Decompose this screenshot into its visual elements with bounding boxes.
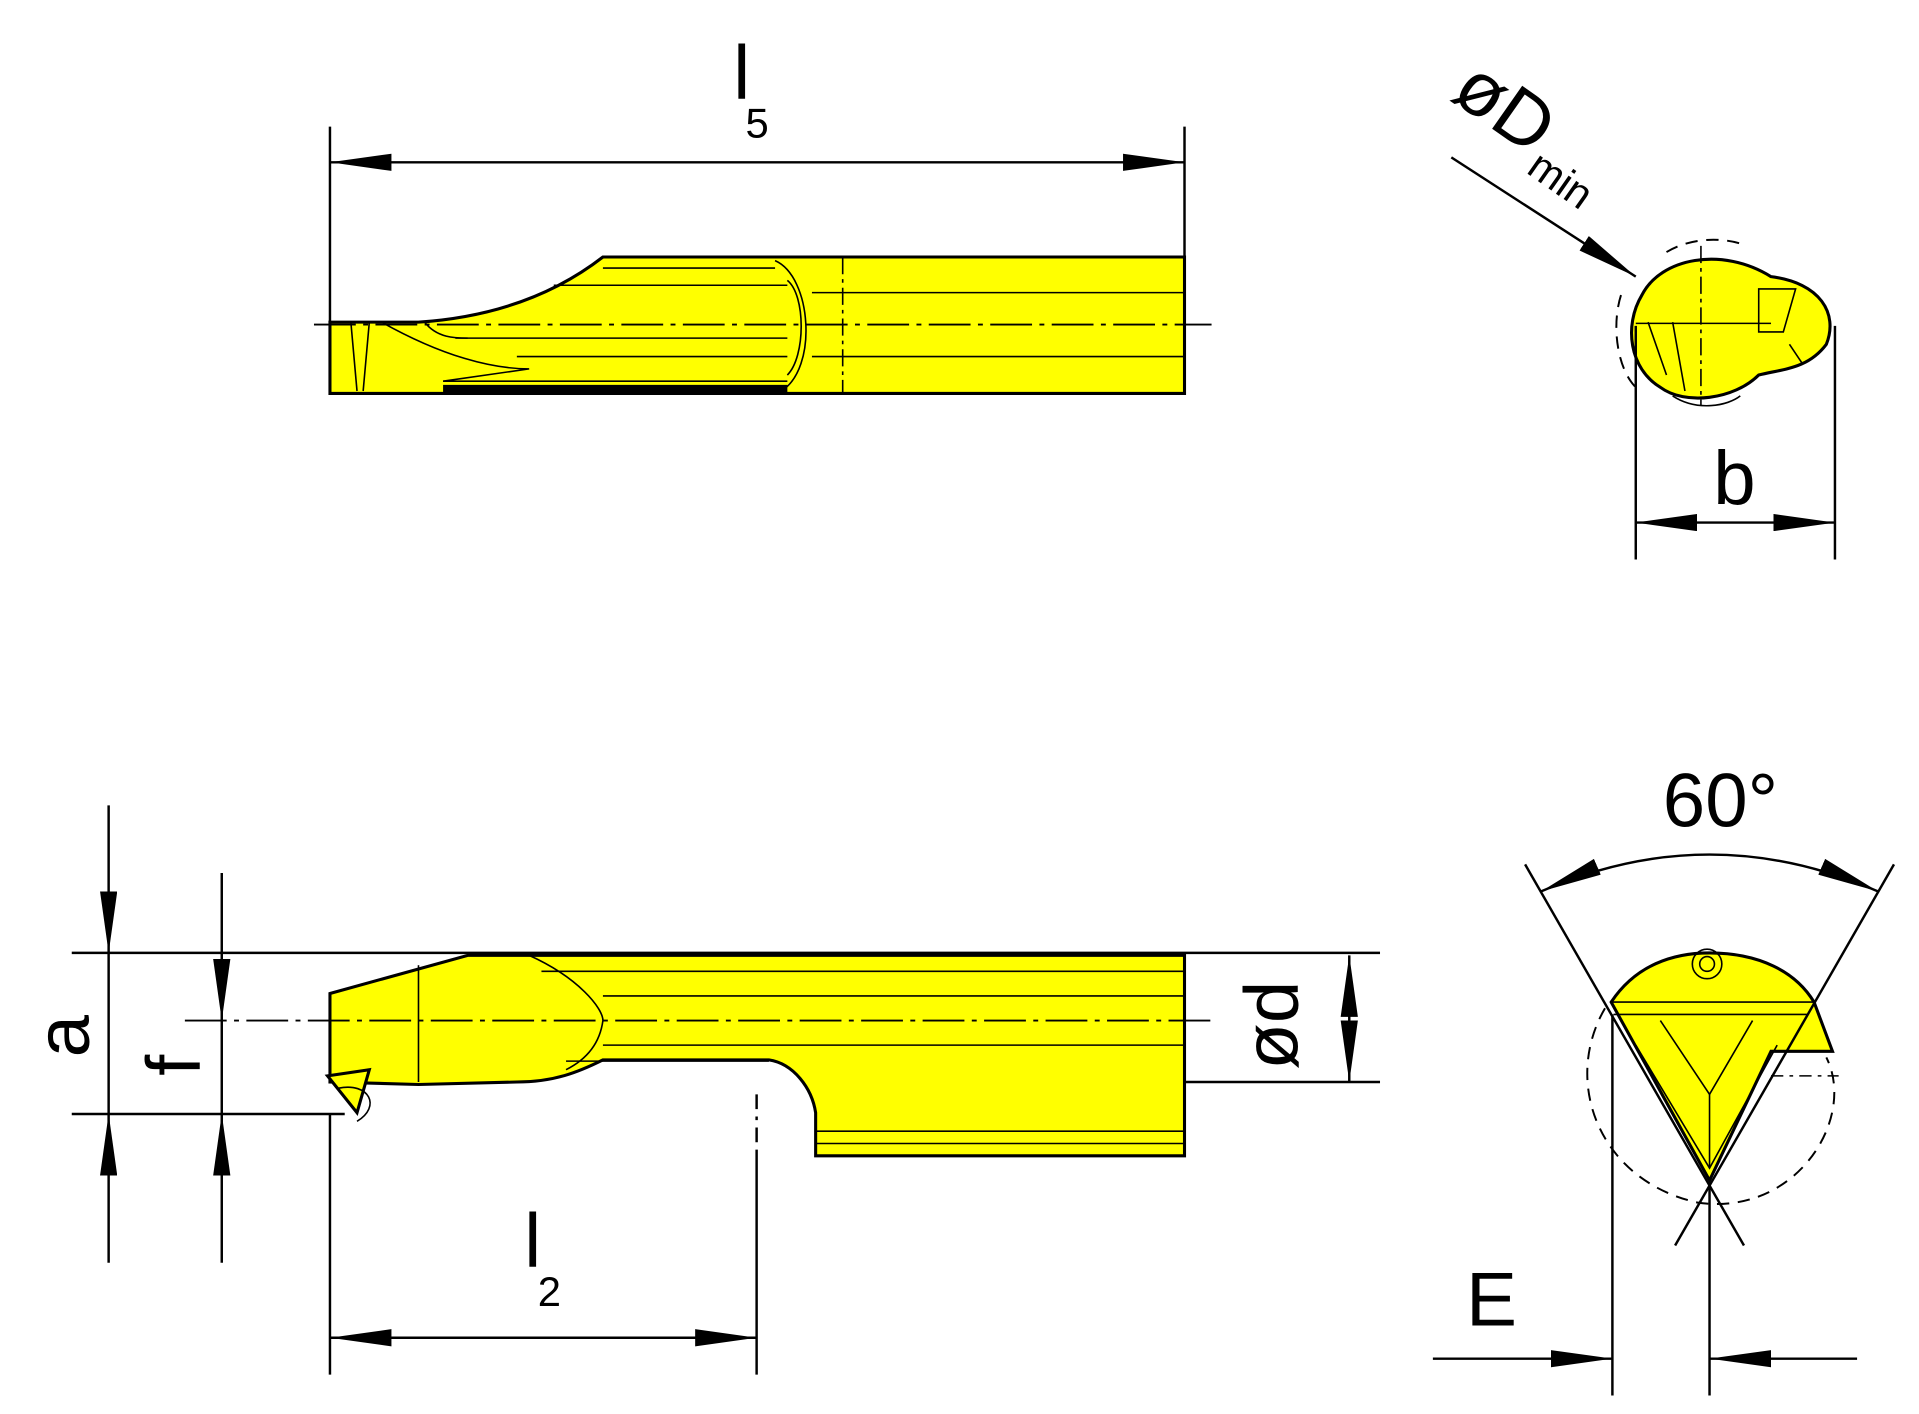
end-view: øD min b [1439, 43, 1837, 560]
tool-body-end [1630, 257, 1832, 400]
dimension-f: f [132, 872, 231, 1263]
dimension-a: a [21, 805, 118, 1263]
angle-60: 60° [1524, 758, 1896, 1247]
dashed-circle [1586, 1007, 1836, 1205]
body-detail-lines [350, 256, 1185, 394]
insert-detail-lines [1611, 948, 1839, 1170]
l2-subscript: 2 [538, 1268, 561, 1315]
d-symbol: ød [1230, 981, 1315, 1070]
dimension-l5: l 5 [328, 30, 1186, 323]
angle-label: 60° [1663, 758, 1778, 843]
tool-body-side [328, 953, 1187, 1158]
insert-body [1609, 951, 1835, 1184]
side-view: a f ød l 2 [21, 805, 1381, 1375]
b-symbol: b [1713, 436, 1755, 521]
l5-symbol: l [733, 30, 750, 115]
insert-view: 60° E [1432, 758, 1896, 1396]
top-view: l 5 [313, 30, 1212, 395]
dimension-l2: l 2 [328, 1094, 758, 1375]
end-detail-lines [1615, 238, 1803, 407]
tip-arc [338, 1086, 371, 1123]
e-symbol: E [1466, 1257, 1517, 1342]
f-symbol: f [132, 1054, 217, 1076]
dimension-dmin: øD min [1439, 43, 1637, 278]
l5-subscript: 5 [746, 100, 769, 147]
dimension-e: E [1432, 1014, 1858, 1396]
side-detail-lines [417, 954, 1185, 1145]
a-symbol: a [21, 1014, 106, 1057]
body-shadow [443, 384, 788, 394]
dimension-d: ød [1230, 955, 1358, 1083]
dimension-b: b [1634, 325, 1837, 560]
l2-symbol: l [524, 1198, 541, 1283]
